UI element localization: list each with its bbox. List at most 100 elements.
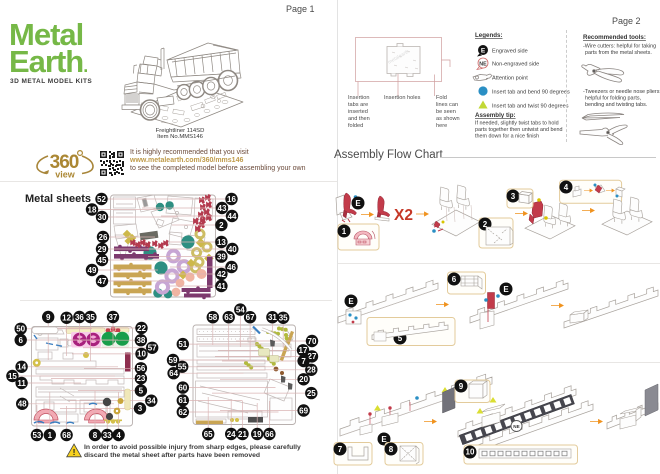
svg-text:12: 12 [62, 314, 71, 323]
svg-text:2: 2 [483, 220, 488, 229]
svg-text:as shown: as shown [436, 116, 460, 122]
svg-text:parts together then untwist an: parts together then untwist and bend [475, 127, 563, 133]
svg-text:59: 59 [169, 356, 178, 365]
svg-text:NE: NE [513, 424, 519, 429]
svg-text:helpful for folding parts,: helpful for folding parts, [585, 96, 642, 102]
svg-text:36: 36 [75, 313, 84, 322]
svg-text:lines can: lines can [436, 102, 458, 108]
svg-text:41: 41 [217, 282, 226, 291]
svg-text:8: 8 [93, 431, 98, 440]
svg-text:24: 24 [227, 430, 236, 439]
svg-text:15: 15 [8, 372, 17, 381]
svg-text:40: 40 [228, 245, 237, 254]
svg-text:Insert tab and bend 90 degrees: Insert tab and bend 90 degrees [492, 90, 570, 96]
svg-text:tabs are: tabs are [348, 102, 368, 108]
svg-text:!: ! [73, 447, 76, 457]
svg-text:9: 9 [459, 382, 464, 391]
svg-text:Attention point: Attention point [492, 76, 528, 82]
svg-text:11: 11 [17, 379, 26, 388]
svg-text:4: 4 [564, 183, 569, 192]
svg-text:49: 49 [88, 266, 97, 275]
svg-text:3: 3 [138, 404, 143, 413]
svg-text:E: E [381, 435, 387, 444]
svg-text:6: 6 [452, 275, 457, 284]
svg-text:14: 14 [17, 363, 26, 372]
svg-text:2: 2 [219, 221, 224, 230]
svg-text:21: 21 [238, 430, 247, 439]
svg-text:Assembly tip:: Assembly tip: [475, 112, 516, 119]
svg-text:57: 57 [148, 344, 157, 353]
svg-text:-Wire cutters: helpful for ta: -Wire cutters: helpful for taking [583, 44, 656, 50]
svg-text:43: 43 [218, 204, 227, 213]
svg-text:Insert tab and twist 90 degree: Insert tab and twist 90 degrees [492, 104, 569, 110]
svg-text:67: 67 [246, 313, 255, 322]
svg-text:Recommended tools:: Recommended tools: [583, 34, 646, 41]
svg-text:Engraved side: Engraved side [492, 49, 528, 55]
svg-text:8: 8 [389, 445, 394, 454]
svg-text:60: 60 [178, 383, 187, 392]
svg-text:53: 53 [32, 431, 41, 440]
svg-text:17: 17 [299, 346, 308, 355]
svg-text:If needed, slightly twist tabs: If needed, slightly twist tabs to hold [475, 121, 559, 127]
svg-text:66: 66 [265, 430, 274, 439]
svg-text:be seen: be seen [436, 109, 456, 115]
svg-text:35: 35 [86, 313, 95, 322]
svg-text:360: 360 [50, 152, 79, 173]
svg-text:38: 38 [136, 336, 145, 345]
svg-text:34: 34 [147, 397, 156, 406]
svg-text:55: 55 [178, 363, 187, 372]
svg-text:54: 54 [236, 305, 245, 314]
svg-text:50: 50 [16, 325, 25, 334]
svg-text:1: 1 [342, 227, 347, 236]
svg-text:5: 5 [139, 386, 144, 395]
svg-text:5: 5 [398, 334, 403, 343]
svg-text:4: 4 [116, 431, 121, 440]
svg-text:65: 65 [204, 430, 213, 439]
svg-text:16: 16 [227, 195, 236, 204]
svg-text:bending and twisting tabs.: bending and twisting tabs. [585, 102, 647, 108]
svg-text:18: 18 [88, 205, 97, 214]
svg-text:10: 10 [137, 350, 146, 359]
svg-text:Fold: Fold [436, 95, 447, 101]
svg-text:61: 61 [178, 396, 187, 405]
svg-text:51: 51 [178, 340, 187, 349]
svg-text:NE: NE [479, 62, 487, 68]
svg-text:7: 7 [338, 445, 343, 454]
svg-text:19: 19 [253, 430, 262, 439]
svg-text:29: 29 [98, 245, 107, 254]
svg-text:27: 27 [308, 352, 317, 361]
svg-text:42: 42 [217, 270, 226, 279]
svg-text:Non-engraved side: Non-engraved side [492, 62, 539, 68]
svg-text:10: 10 [466, 448, 475, 457]
svg-text:7: 7 [301, 357, 306, 366]
svg-text:20: 20 [299, 375, 308, 384]
svg-text:E: E [481, 48, 486, 55]
svg-text:view: view [55, 170, 76, 180]
svg-text:E: E [503, 285, 509, 294]
svg-text:E: E [355, 199, 361, 208]
svg-text:31: 31 [268, 313, 277, 322]
svg-text:48: 48 [18, 400, 27, 409]
svg-text:parts from the metal sheets.: parts from the metal sheets. [585, 50, 652, 56]
svg-text:70: 70 [308, 337, 317, 346]
svg-text:Insertion: Insertion [348, 95, 369, 101]
svg-text:63: 63 [224, 313, 233, 322]
svg-text:X2: X2 [394, 207, 413, 224]
svg-text:28: 28 [307, 366, 316, 375]
svg-text:23: 23 [136, 374, 145, 383]
svg-text:33: 33 [103, 431, 112, 440]
svg-text:62: 62 [178, 408, 187, 417]
svg-text:E: E [348, 297, 354, 306]
svg-text:-Tweezers or needle nose plier: -Tweezers or needle nose pliers: [583, 89, 660, 95]
svg-text:6: 6 [18, 336, 23, 345]
svg-text:46: 46 [227, 263, 236, 272]
svg-text:22: 22 [137, 324, 146, 333]
svg-text:68: 68 [62, 431, 71, 440]
svg-text:folded: folded [348, 123, 363, 129]
svg-text:3: 3 [511, 192, 516, 201]
svg-text:58: 58 [208, 313, 217, 322]
svg-text:26: 26 [99, 233, 108, 242]
svg-text:69: 69 [299, 406, 308, 415]
svg-text:and then: and then [348, 116, 370, 122]
svg-text:Insertion holes: Insertion holes [384, 95, 421, 101]
